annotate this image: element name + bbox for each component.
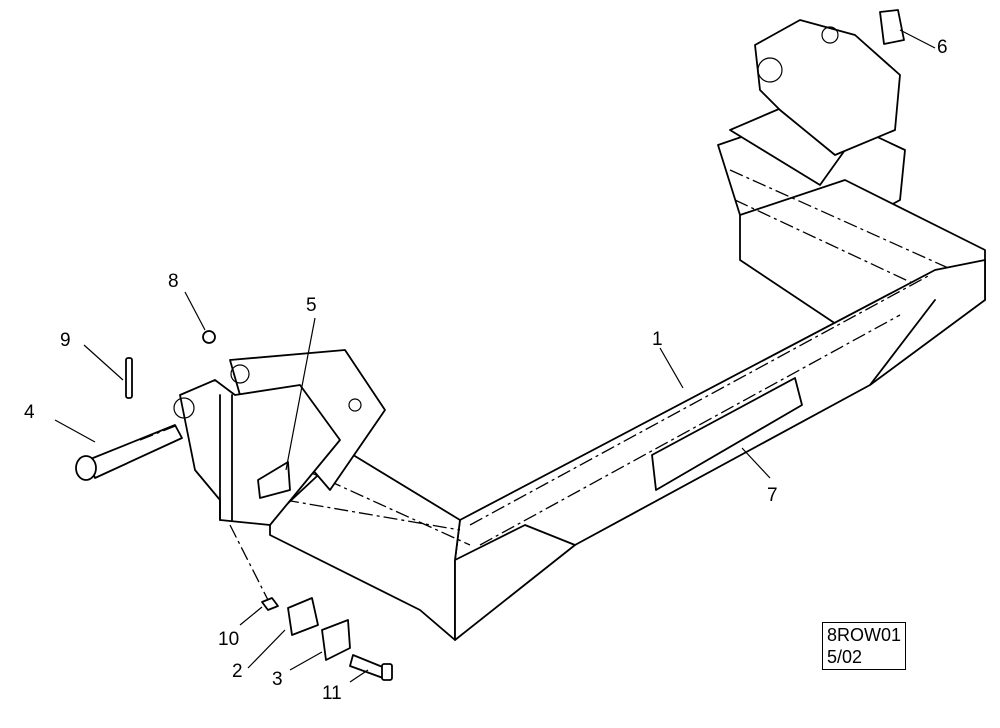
- callout-1: 1: [652, 329, 663, 350]
- pin-axis: [139, 424, 179, 441]
- pin-centerline: [229, 524, 269, 601]
- callout-5: 5: [306, 295, 317, 316]
- callout-3: 3: [272, 669, 283, 690]
- right-mount-bracket: [754, 19, 901, 156]
- left-mount-bracket: [173, 349, 386, 526]
- callout-11: 11: [322, 683, 342, 704]
- leader-lines: [54, 29, 936, 683]
- callout-4: 4: [24, 402, 35, 423]
- callout-8: 8: [168, 271, 179, 292]
- main-crossbar: [454, 259, 986, 561]
- hardware: [75, 9, 905, 681]
- drawing-reference-box: 8ROW01 5/02: [822, 622, 906, 670]
- callout-6: 6: [937, 37, 948, 58]
- drawing-code: 8ROW01: [827, 625, 902, 645]
- frame-left-leg: [269, 449, 576, 641]
- callout-10: 10: [218, 629, 240, 650]
- callout-2: 2: [232, 661, 243, 682]
- callout-9: 9: [60, 330, 71, 351]
- drawing-date: 5/02: [827, 647, 863, 667]
- callout-7: 7: [767, 485, 778, 506]
